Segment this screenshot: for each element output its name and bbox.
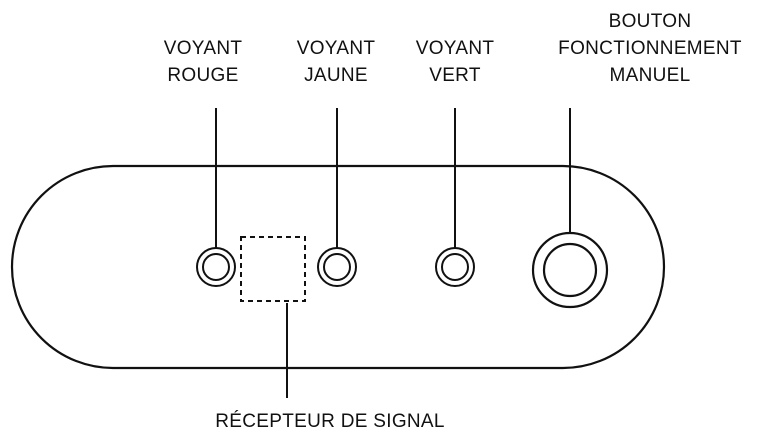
yellow-light-indicator [317,247,357,287]
yellow-light-label-line-2: JAUNE [304,65,368,86]
green-light-label: VOYANT VERT [416,35,495,89]
signal-receiver-box [240,236,306,302]
green-light-indicator [435,247,475,287]
green-light-label-line-2: VERT [429,65,481,86]
manual-operation-button[interactable] [531,231,609,309]
manual-button-label-line-1: BOUTON [608,11,692,32]
yellow-light-label: VOYANT JAUNE [297,35,376,89]
red-light-label: VOYANT ROUGE [164,35,243,89]
red-light-label-line-2: ROUGE [167,65,239,86]
manual-button-label: BOUTON FONCTIONNEMENT MANUEL [558,8,742,89]
signal-receiver-label-text: RÉCEPTEUR DE SIGNAL [215,411,445,432]
yellow-light-label-line-1: VOYANT [296,38,376,59]
red-light-indicator [196,247,236,287]
signal-receiver-label: RÉCEPTEUR DE SIGNAL [215,408,445,435]
red-light-label-line-1: VOYANT [163,38,243,59]
manual-button-label-line-3: MANUEL [609,65,691,86]
green-light-label-line-1: VOYANT [415,38,495,59]
manual-button-label-line-2: FONCTIONNEMENT [558,38,742,59]
